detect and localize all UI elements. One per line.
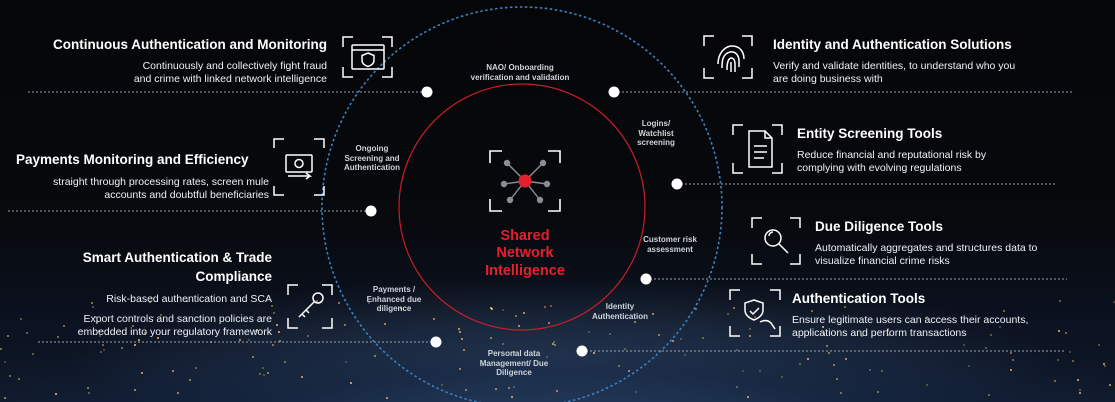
ring-label-payments: Payments / Enhanced due diligence xyxy=(366,285,422,314)
block-desc-line: applications and perform transactions xyxy=(792,327,967,339)
center-label: Shared Network Intelligence xyxy=(455,228,595,280)
money-transfer-icon xyxy=(273,138,325,196)
block-title: Due Diligence Tools xyxy=(815,219,944,234)
ring-label-identity: Identity Authentication xyxy=(592,302,648,321)
block-title: Continuous Authentication and Monitoring xyxy=(53,37,327,52)
connector-dot xyxy=(608,86,620,98)
block-authentication-tools: Authentication Tools Ensure legitimate u… xyxy=(792,291,1028,340)
block-title: Entity Screening Tools xyxy=(797,126,943,141)
block-title: Payments Monitoring and Efficiency xyxy=(16,152,249,167)
block-desc-line: complying with evolving regulations xyxy=(797,162,962,174)
block-smart-authentication: Smart Authentication & Trade Compliance … xyxy=(78,250,272,339)
block-desc-line: straight through processing rates, scree… xyxy=(53,176,269,188)
center-label-line: Shared xyxy=(500,228,550,244)
block-desc-line: Reduce financial and reputational risk b… xyxy=(797,148,987,161)
block-desc-line: Continuously and collectively fight frau… xyxy=(142,59,327,72)
block-due-diligence: Due Diligence Tools Automatically aggreg… xyxy=(815,219,1037,268)
connector-dot xyxy=(365,205,377,217)
block-entity-screening: Entity Screening Tools Reduce financial … xyxy=(797,126,986,175)
magnifier-icon xyxy=(751,217,801,265)
shield-window-icon xyxy=(342,36,393,78)
key-icon xyxy=(287,284,333,329)
block-continuous-authentication: Continuous Authentication and Monitoring… xyxy=(53,37,327,86)
hand-shield-icon xyxy=(729,289,781,337)
center-label-line: Network xyxy=(496,245,554,262)
outer-ring xyxy=(321,6,723,402)
connector-dot xyxy=(640,273,652,285)
connector-dot xyxy=(430,336,442,348)
ring-label-personal-data: Personal data Management/ Due Diligence xyxy=(479,349,549,378)
fingerprint-icon xyxy=(703,35,753,79)
block-payments-monitoring: Payments Monitoring and Efficiency xyxy=(16,152,249,169)
ring-label-onboarding: NAO/ Onboarding verification and validat… xyxy=(470,63,570,82)
network-hub-icon xyxy=(489,150,561,212)
block-title: Compliance xyxy=(195,268,272,284)
block-desc-line: Risk-based authentication and SCA xyxy=(106,292,272,305)
document-icon xyxy=(732,124,783,174)
block-desc-line: are doing business with xyxy=(773,73,883,85)
block-desc-line: and crime with linked network intelligen… xyxy=(133,73,327,85)
block-identity-authentication: Identity and Authentication Solutions Ve… xyxy=(773,37,1015,86)
connector-dot xyxy=(576,345,588,357)
block-payments-monitoring-desc: straight through processing rates, scree… xyxy=(53,176,269,202)
connector-dot xyxy=(421,86,433,98)
block-title: Authentication Tools xyxy=(792,291,926,306)
ring-label-logins: Logins/ Watchlist screening xyxy=(637,119,675,148)
block-desc-line: Verify and validate identities, to under… xyxy=(773,59,1016,72)
inner-ring xyxy=(398,83,646,331)
block-desc-line: visualize financial crime risks xyxy=(815,255,950,267)
ring-label-ongoing-screening: Ongoing Screening and Authentication xyxy=(344,144,400,173)
block-title: Smart Authentication & Trade xyxy=(82,250,272,265)
connector-dot xyxy=(671,178,683,190)
center-label-line: Intelligence xyxy=(485,262,565,279)
block-desc-line: Automatically aggregates and structures … xyxy=(815,241,1038,254)
ring-label-customer-risk: Customer risk assessment xyxy=(643,235,697,254)
block-title: Identity and Authentication Solutions xyxy=(773,37,1012,52)
block-desc-line: accounts and doubtful beneficiaries xyxy=(104,189,269,202)
block-desc-line: embedded into your regulatory framework xyxy=(77,326,272,338)
block-desc-line: Export controls and sanction policies ar… xyxy=(83,312,272,325)
block-desc-line: Ensure legitimate users can access their… xyxy=(792,313,1029,326)
